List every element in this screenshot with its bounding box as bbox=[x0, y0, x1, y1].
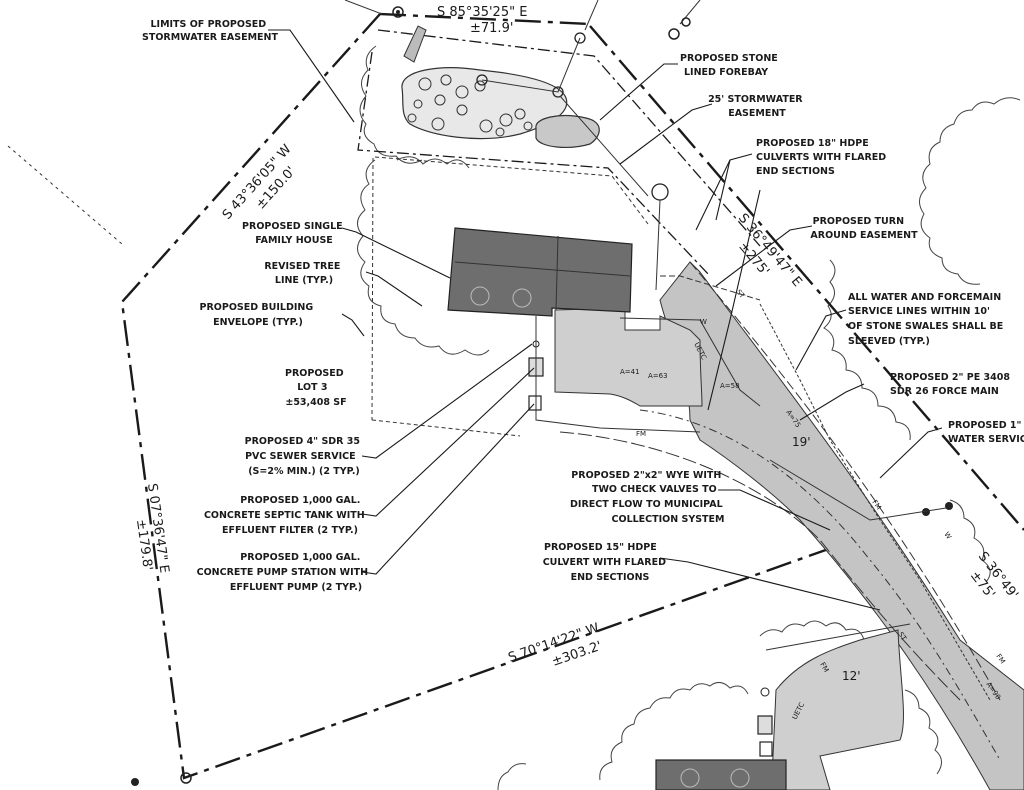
note-septic-tank: PROPOSED 1,000 GAL. CONCRETE SEPTIC TANK… bbox=[204, 495, 368, 536]
note-culvert-15: PROPOSED 15" HDPE CULVERT WITH FLARED EN… bbox=[543, 542, 670, 583]
bearing-east: S 36°49'47" E ±275' bbox=[735, 211, 805, 290]
line-label-w: W bbox=[700, 318, 707, 326]
note-sewer-service: PROPOSED 4" SDR 35 PVC SEWER SERVICE (S=… bbox=[245, 436, 364, 477]
distance-north-text: ±71.9' bbox=[470, 21, 513, 36]
note-lot: PROPOSED LOT 3 ±53,408 SF bbox=[285, 368, 347, 408]
line-label-fm-4: FM bbox=[994, 653, 1006, 666]
line-label-fm-3: FM bbox=[818, 661, 830, 674]
line-label-st-lower: ST bbox=[896, 631, 908, 643]
note-stone-forebay: PROPOSED STONE LINED FOREBAY bbox=[680, 53, 781, 78]
leader-lines bbox=[268, 29, 943, 611]
bearing-south: S 70°14'22" W ±303.2' bbox=[506, 621, 603, 670]
note-water-service: PROPOSED 1" WATER SERVICE bbox=[948, 420, 1024, 445]
drive-width-label: 12' bbox=[842, 669, 861, 683]
basin-plantings bbox=[407, 74, 533, 137]
note-house: PROPOSED SINGLE FAMILY HOUSE bbox=[242, 221, 346, 246]
septic-structures bbox=[528, 316, 773, 757]
house-south bbox=[655, 759, 787, 790]
line-label-fm: FM bbox=[636, 430, 646, 438]
grade-label: A=58 bbox=[720, 382, 740, 390]
distance-west-text: ±179.8' bbox=[133, 518, 155, 571]
utility-lines bbox=[559, 275, 991, 701]
lower-driveway bbox=[765, 623, 911, 790]
access-road bbox=[639, 261, 1024, 790]
grade-label: A=63 bbox=[648, 372, 668, 380]
line-label-w-2: W bbox=[942, 531, 953, 541]
house-lot-3 bbox=[447, 227, 633, 317]
bearing-east-lower: S 36°49' ±75' bbox=[967, 549, 1021, 602]
boundary-markers bbox=[131, 6, 953, 786]
note-tree-line: REVISED TREE LINE (TYP.) bbox=[264, 261, 343, 286]
stormwater-basin bbox=[401, 25, 669, 291]
property-boundary bbox=[7, 0, 1024, 780]
note-pump-station: PROPOSED 1,000 GAL. CONCRETE PUMP STATIO… bbox=[197, 552, 372, 593]
note-service-lines: ALL WATER AND FORCEMAIN SERVICE LINES WI… bbox=[848, 292, 1007, 347]
note-stormwater-easement-limits: LIMITS OF PROPOSED STORMWATER EASEMENT bbox=[142, 19, 278, 43]
road-width-label: 19' bbox=[792, 435, 811, 449]
note-culverts-18: PROPOSED 18" HDPE CULVERTS WITH FLARED E… bbox=[756, 138, 889, 177]
bearing-north-text: S 85°35'25" E bbox=[437, 5, 527, 20]
note-force-main: PROPOSED 2" PE 3408 SDR 26 FORCE MAIN bbox=[890, 372, 1013, 397]
note-stormwater-easement-25: 25' STORMWATER EASEMENT bbox=[708, 94, 806, 119]
upper-driveway bbox=[554, 307, 761, 407]
grade-label: A=41 bbox=[620, 368, 640, 376]
bearing-west: S 07°36'47" E ±179.8' bbox=[133, 482, 172, 574]
note-wye: PROPOSED 2"x2" WYE WITH TWO CHECK VALVES… bbox=[570, 470, 726, 525]
tree-line-south bbox=[497, 620, 942, 790]
note-building-envelope: PROPOSED BUILDING ENVELOPE (TYP.) bbox=[200, 302, 317, 328]
bearing-north: S 85°35'25" E ±71.9' bbox=[437, 5, 527, 36]
tree-line-north bbox=[357, 45, 490, 356]
note-turnaround-easement: PROPOSED TURN AROUND EASEMENT bbox=[810, 216, 918, 241]
tree-line-east bbox=[823, 97, 1021, 583]
